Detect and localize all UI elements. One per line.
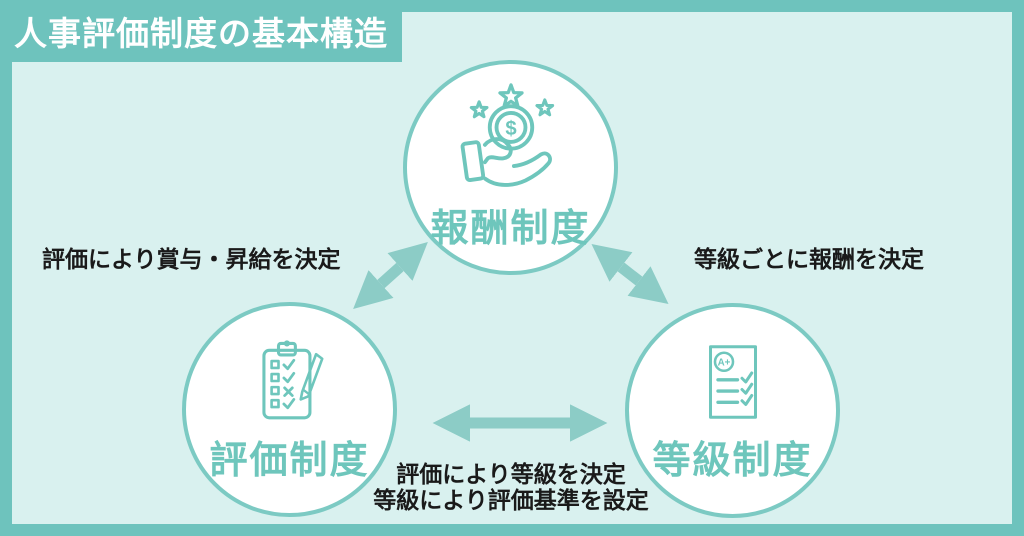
grade-mark-glyph: A+ (717, 358, 730, 369)
page-title: 人事評価制度の基本構造 (14, 15, 388, 52)
node-evaluation-label: 評価制度 (209, 440, 370, 482)
relation-label-evaluation-grade-line1: 評価により等級を決定 (396, 461, 626, 487)
dollar-glyph: $ (505, 118, 516, 140)
relation-label-evaluation-grade: 評価により等級を決定 等級により評価基準を設定 (373, 461, 649, 513)
grade-sheet-icon: A+ (708, 345, 757, 419)
title-banner: 人事評価制度の基本構造 (0, 0, 402, 62)
money-hand-icon: $ (460, 83, 554, 187)
relation-label-evaluation-compensation: 評価により賞与・昇給を決定 (42, 246, 341, 272)
node-compensation: $ 報酬制度 (403, 60, 618, 275)
node-compensation-label: 報酬制度 (430, 208, 591, 250)
checklist-clipboard-icon (261, 340, 324, 420)
relation-label-grade-compensation: 等級ごとに報酬を決定 (694, 246, 924, 272)
node-grade: A+ 等級制度 (625, 303, 840, 518)
relation-label-evaluation-grade-line2: 等級により評価基準を設定 (373, 487, 649, 513)
node-grade-label: 等級制度 (652, 440, 813, 482)
node-evaluation: 評価制度 (182, 302, 397, 517)
